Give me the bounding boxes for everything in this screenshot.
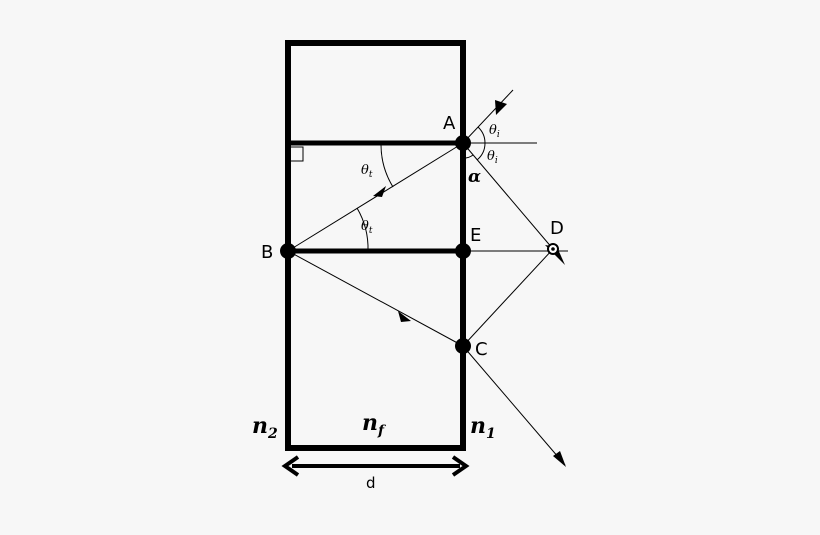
transmitted-ray-C: [462, 345, 566, 466]
label-B: B: [261, 242, 273, 263]
arc-theta-i-lower: [476, 142, 486, 161]
right-angle-marker: [290, 146, 304, 162]
thickness-arrow-left-head: [281, 455, 300, 477]
point-D-center: [551, 247, 555, 251]
label-D: D: [550, 218, 564, 239]
label-C: C: [475, 339, 488, 360]
point-B: [280, 243, 296, 259]
point-C: [455, 338, 471, 354]
label-n1: n1: [470, 413, 496, 442]
label-nf: nf: [362, 410, 387, 439]
label-theta-t-upper: θt: [361, 163, 373, 180]
arc-theta-t-upper: [380, 142, 394, 188]
label-A: A: [443, 113, 456, 134]
incident-ray: [462, 89, 514, 144]
label-n2: n2: [252, 413, 278, 442]
label-theta-t-lower: θt: [361, 219, 373, 236]
label-alpha: α: [468, 167, 481, 187]
reflected-ray-AD: [462, 142, 554, 250]
arc-alpha: [462, 154, 474, 159]
point-E: [455, 243, 471, 259]
line-CD: [462, 248, 554, 347]
arrowhead-AB: [373, 186, 386, 197]
arc-theta-t-lower: [356, 207, 369, 252]
label-theta-i-lower: θi: [487, 149, 498, 166]
reflected-ray-BC: [287, 250, 464, 347]
label-E: E: [470, 225, 481, 246]
label-theta-i-upper: θi: [489, 123, 500, 140]
arc-theta-i-upper: [477, 126, 486, 144]
thickness-label: d: [366, 474, 376, 492]
arrowhead-transmitted: [553, 451, 566, 467]
arrowhead-BC: [398, 311, 411, 322]
point-A: [455, 135, 471, 151]
arrowhead-incident: [495, 100, 507, 115]
refracted-ray-AB: [287, 142, 464, 252]
thickness-arrow-right-head: [451, 455, 470, 477]
film-outline: [285, 40, 466, 451]
